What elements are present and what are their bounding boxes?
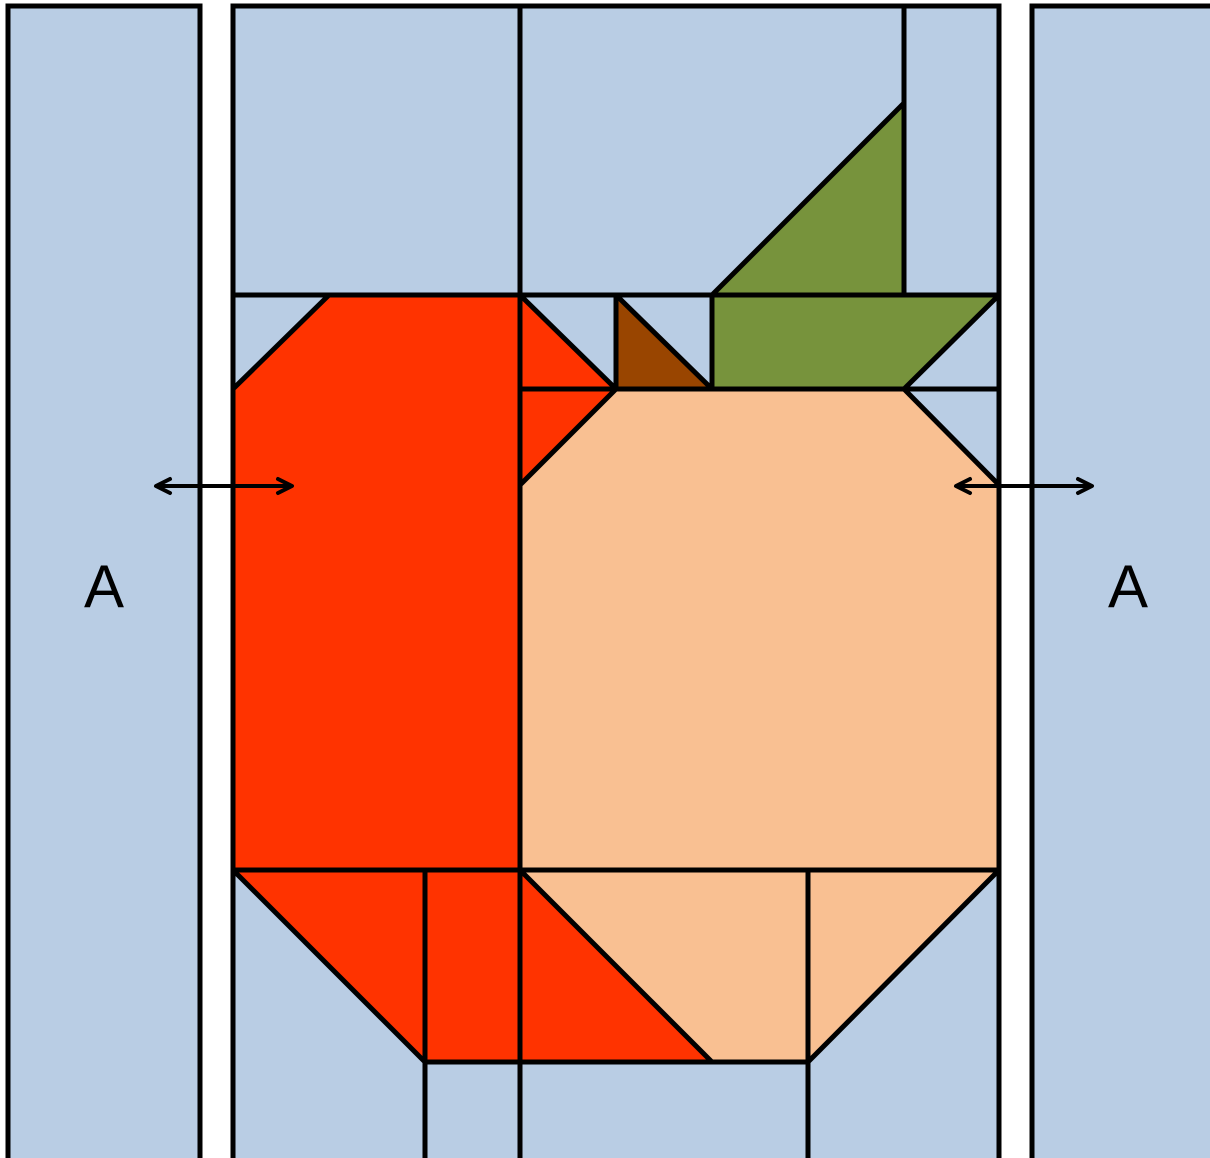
right-strip-fabric <box>1029 3 1210 1158</box>
left-strip-fabric <box>5 3 203 1158</box>
seam-lines <box>230 3 1002 1158</box>
left-sashing-strip: A <box>5 3 203 1158</box>
apple-red-main <box>233 295 520 870</box>
right-sashing-strip: A <box>1029 3 1210 1158</box>
apple-peach-main <box>520 389 999 870</box>
apple-peach-bottom <box>520 870 999 1062</box>
apple-block <box>230 3 1002 1158</box>
apple-red-bottom <box>233 870 712 1062</box>
right-strip-label: A <box>1108 553 1148 620</box>
left-strip-label: A <box>84 553 124 620</box>
